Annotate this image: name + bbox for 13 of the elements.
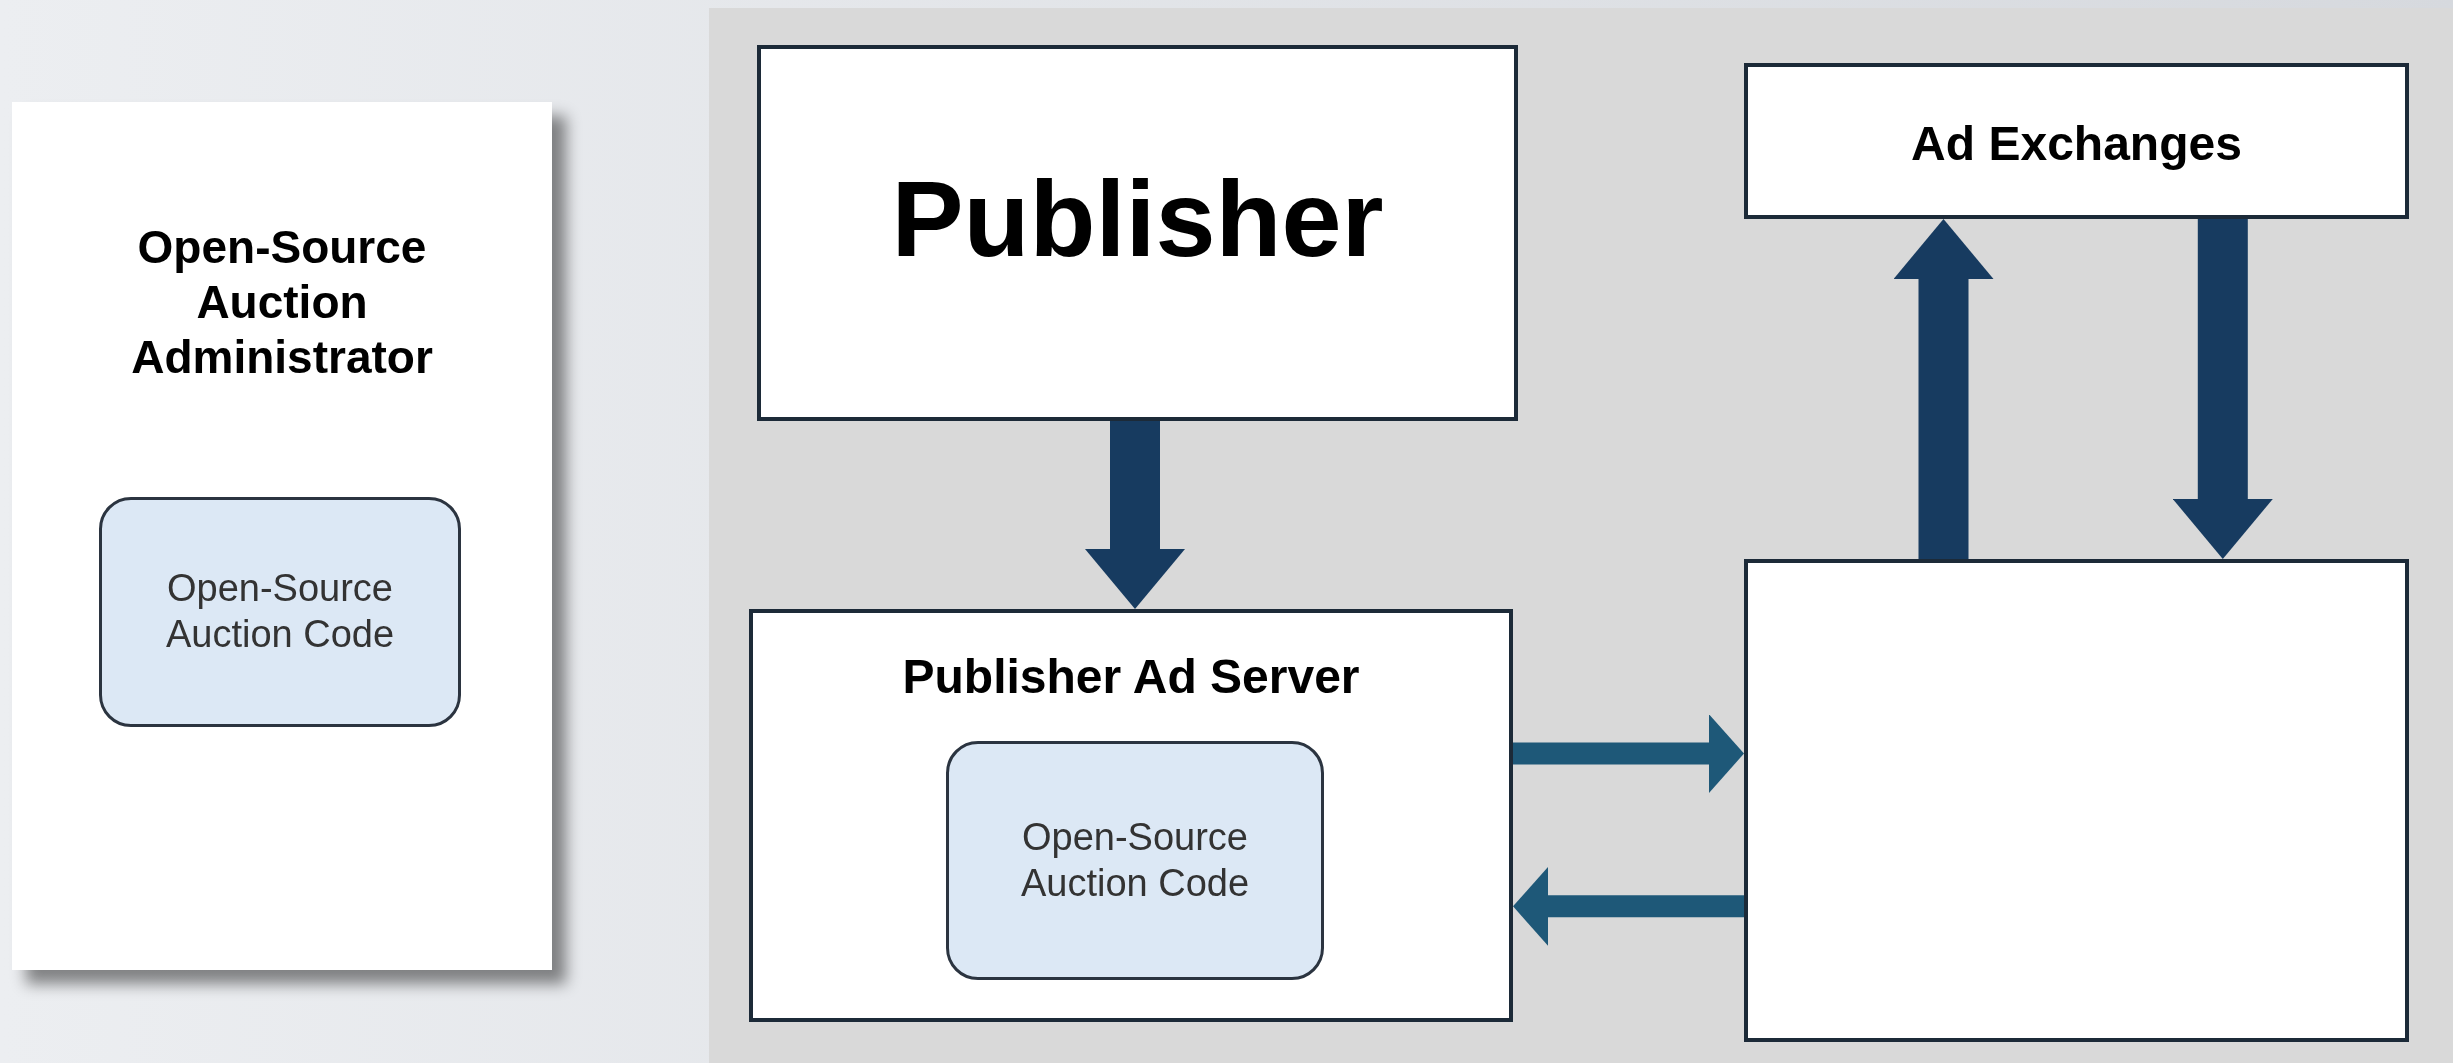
box-heading: Publisher Ad Server [901, 649, 1361, 705]
code-label: Open-Source Auction Code [164, 566, 396, 657]
box-heading: Publisher [890, 157, 1385, 281]
code-box [99, 497, 461, 727]
box-heading: Ad Exchanges [1910, 116, 2243, 172]
code-label: Open-Source Auction Code [1019, 814, 1251, 906]
administrator-card [12, 102, 552, 970]
code-box [946, 741, 1324, 980]
process-box [757, 45, 1518, 421]
process-box [1744, 559, 2409, 1042]
process-box [1744, 63, 2409, 219]
box-heading: Open-Source Auction Administrator [130, 220, 434, 386]
process-box [749, 609, 1513, 1022]
